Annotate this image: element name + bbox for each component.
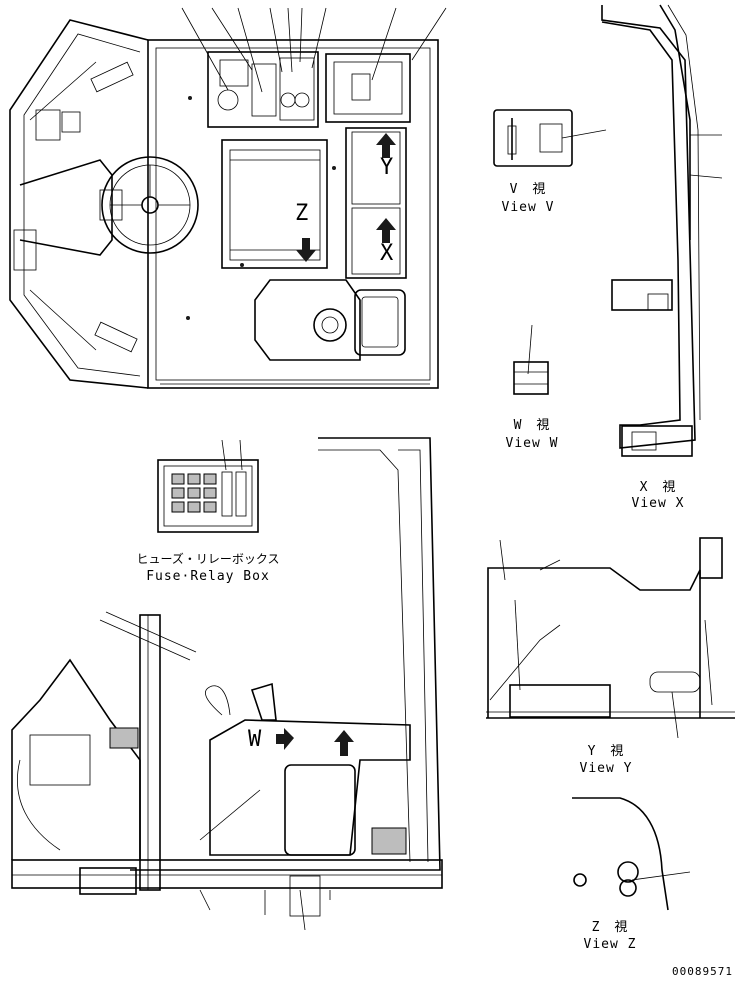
view-v-label-jp: V 視 — [509, 182, 547, 197]
fuse-relay-box — [157, 439, 259, 533]
view-y-label-en: View Y — [579, 761, 633, 776]
marker-z: Z — [295, 201, 309, 226]
view-x-detail — [601, 4, 723, 457]
marker-x: X — [380, 241, 394, 266]
drawing-number: 00089571 — [672, 965, 733, 978]
marker-w: W — [248, 727, 262, 752]
view-w-label-en: View W — [505, 436, 559, 451]
cab-plan-view — [9, 7, 447, 389]
view-y-label-jp: Y 視 — [587, 744, 625, 759]
view-y-detail — [486, 537, 735, 739]
view-v-label-en: View V — [501, 200, 555, 215]
view-z-label-jp: Z 視 — [591, 920, 629, 935]
view-z-detail — [572, 797, 691, 911]
view-z-label-en: View Z — [583, 937, 637, 952]
marker-y: Y — [380, 155, 394, 180]
fuse-relay-box-label-en: Fuse·Relay Box — [146, 569, 270, 584]
view-x-label-en: View X — [631, 496, 685, 511]
view-w-label-jp: W 視 — [513, 418, 551, 433]
view-w-detail — [513, 324, 549, 395]
view-x-label-jp: X 視 — [639, 480, 677, 495]
view-v-detail — [493, 109, 607, 167]
fuse-relay-box-label-jp: ヒューズ・リレーボックス — [136, 552, 280, 566]
cab-side-view — [11, 437, 443, 931]
